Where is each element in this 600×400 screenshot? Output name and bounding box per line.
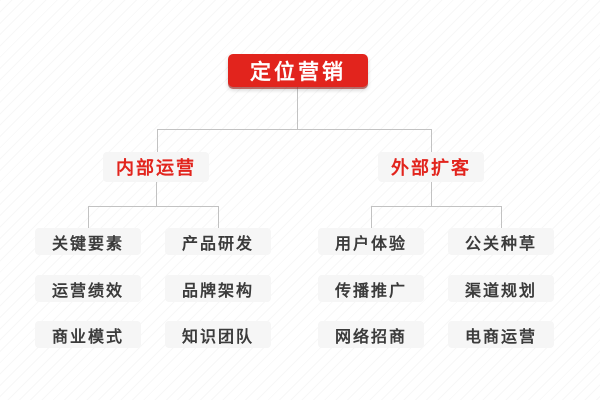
connector-drop-right-branch [431,129,432,152]
leaf-external-3: 传播推广 [318,275,424,302]
connector-right-stem [431,182,432,206]
connector-left-drop-2 [218,206,219,228]
connector-right-drop-2 [501,206,502,228]
connector-left-stem [156,182,157,206]
leaf-internal-2: 产品研发 [165,228,271,255]
leaf-external-2: 公关种草 [448,228,554,255]
connector-left-drop-1 [88,206,89,228]
leaf-internal-6: 知识团队 [165,321,271,348]
leaf-external-5: 网络招商 [318,321,424,348]
branch-node-external: 外部扩客 [378,152,484,182]
branch-node-internal: 内部运营 [103,152,209,182]
connector-left-horizontal [88,206,219,207]
leaf-internal-3: 运营绩效 [35,275,141,302]
leaf-internal-5: 商业模式 [35,321,141,348]
connector-drop-left-branch [157,129,158,152]
connector-root-stem [297,87,298,129]
leaf-external-6: 电商运营 [448,321,554,348]
leaf-external-4: 渠道规划 [448,275,554,302]
leaf-external-1: 用户体验 [318,228,424,255]
leaf-internal-4: 品牌架构 [165,275,271,302]
connector-top-horizontal [157,129,432,130]
root-node: 定位营销 [228,54,368,87]
leaf-internal-1: 关键要素 [35,228,141,255]
connector-right-horizontal [371,206,501,207]
connector-right-drop-1 [371,206,372,228]
